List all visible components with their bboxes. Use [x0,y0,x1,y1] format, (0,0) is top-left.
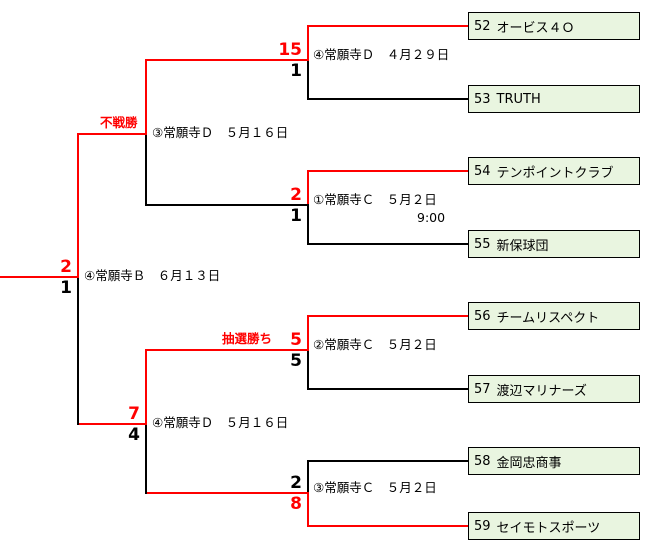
sf1-connector-upper [145,59,147,135]
team-box-59[interactable]: 59 セイモトスポーツ [468,512,640,540]
team-number: 54 [474,163,491,179]
qf2-time: 9:00 [417,210,446,225]
qf1-connector-lower [307,59,309,100]
final-top-score: 2 [60,257,72,277]
qf2-bottom-arm [307,243,468,245]
qf2-connector-lower [307,204,309,245]
team-box-56[interactable]: 56 チームリスペクト [468,302,640,330]
team-number: 52 [474,18,491,34]
final-connector-upper [77,133,79,278]
final-label: ④常願寺Ｂ ６月１３日 [84,268,221,283]
team-name: 金岡忠商事 [496,455,562,471]
team-name: チームリスペクト [496,310,600,326]
sf1-label: ③常願寺Ｄ ５月１６日 [152,125,289,140]
qf1-bottom-score: 1 [290,61,302,81]
final-connector-lower [77,276,79,425]
team-number: 58 [474,453,491,469]
champion-line [0,276,79,278]
team-number: 53 [474,91,491,107]
qf2-top-arm [307,170,468,172]
team-box-52[interactable]: 52 オービス４Ｏ [468,12,640,40]
qf3-connector-lower [307,349,309,390]
team-name: 渡辺マリナーズ [496,383,587,399]
team-number: 57 [474,381,491,397]
qf1-bottom-arm [307,98,468,100]
sf2-top-score: 7 [128,404,140,424]
qf1-top-score: 15 [278,40,302,60]
qf2-winner-line [145,204,309,206]
qf1-winner-line [145,59,309,61]
team-box-55[interactable]: 55 新保球団 [468,230,640,258]
qf3-winner-line [145,349,309,351]
qf4-connector-lower [307,492,309,527]
qf4-winner-line [145,492,309,494]
team-box-58[interactable]: 58 金岡忠商事 [468,447,640,475]
qf1-connector-upper [307,25,309,61]
team-name: 新保球団 [496,238,549,254]
sf1-winner-line [77,133,147,135]
team-name: セイモトスポーツ [496,520,601,536]
qf1-label: ④常願寺Ｄ ４月２９日 [313,47,450,62]
qf1-top-arm [307,25,468,27]
qf2-connector-upper [307,170,309,206]
qf4-top-arm [307,460,468,462]
team-name: テンポイントクラブ [496,165,614,181]
qf4-connector-upper [307,460,309,494]
team-box-54[interactable]: 54 テンポイントクラブ [468,157,640,185]
team-number: 59 [474,518,491,534]
qf4-bottom-score: 8 [290,494,302,514]
sf2-connector-lower [145,423,147,494]
qf4-label: ③常願寺Ｃ ５月２日 [313,480,437,495]
qf2-label: ①常願寺Ｃ ５月２日 [313,192,437,207]
qf4-top-score: 2 [290,473,302,493]
qf3-top-arm [307,315,468,317]
qf2-bottom-score: 1 [290,206,302,226]
sf2-winner-line [77,423,147,425]
team-box-53[interactable]: 53 TRUTH [468,85,640,113]
team-name: オービス４Ｏ [496,20,575,36]
sf1-connector-lower [145,133,147,206]
qf3-bottom-arm [307,388,468,390]
qf3-connector-upper [307,315,309,351]
qf3-note: 抽選勝ち [222,331,273,346]
qf3-bottom-score: 5 [290,351,302,371]
team-box-57[interactable]: 57 渡辺マリナーズ [468,375,640,403]
qf2-top-score: 2 [290,185,302,205]
team-number: 55 [474,236,491,252]
sf2-connector-upper [145,349,147,425]
qf3-top-score: 5 [290,330,302,350]
qf4-bottom-arm [307,525,468,527]
sf1-note: 不戦勝 [100,115,138,130]
qf3-label: ②常願寺Ｃ ５月２日 [313,337,437,352]
sf2-label: ④常願寺Ｄ ５月１６日 [152,415,289,430]
final-bottom-score: 1 [60,278,72,298]
team-name: TRUTH [496,91,541,107]
sf2-bottom-score: 4 [128,425,140,445]
team-number: 56 [474,308,491,324]
